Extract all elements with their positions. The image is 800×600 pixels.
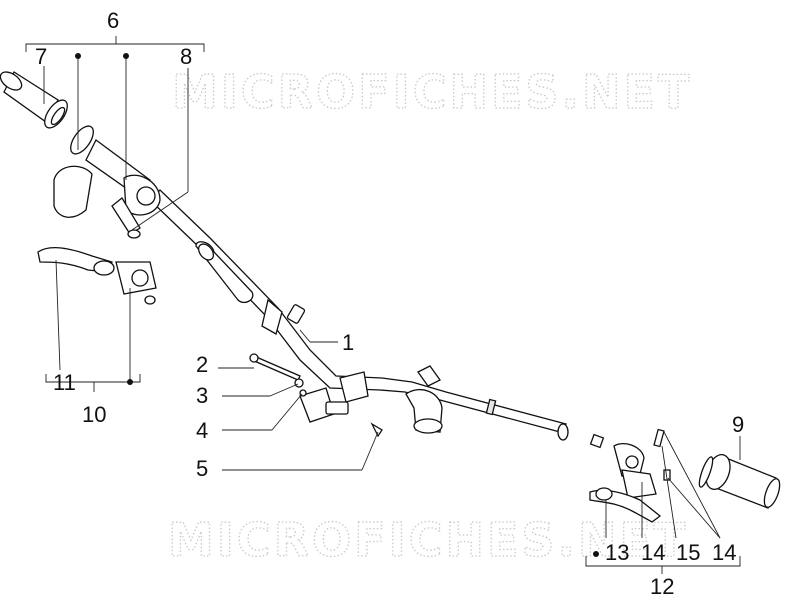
callout-3: 3 xyxy=(196,383,208,408)
callout-4: 4 xyxy=(196,418,208,443)
callout-14-right: 14 xyxy=(712,540,736,565)
callout-6: 6 xyxy=(107,8,119,33)
callouts: 6 7 8 1 2 3 4 5 11 10 9 13 14 15 14 12 xyxy=(35,8,744,599)
callout-11: 11 xyxy=(53,370,76,395)
callout-1: 1 xyxy=(342,330,354,355)
leader-lines xyxy=(43,56,741,539)
leader-dots xyxy=(75,53,599,557)
callout-2: 2 xyxy=(196,352,208,377)
left-grip-assembly xyxy=(0,71,161,239)
handlebar-tube xyxy=(149,189,569,441)
group-bracket-6 xyxy=(25,36,205,52)
group-bracket-10 xyxy=(45,374,141,392)
watermark-top: MICROFICHES.NET xyxy=(172,65,692,119)
callout-13: 13 xyxy=(605,540,629,565)
callout-10: 10 xyxy=(82,402,106,427)
callout-5: 5 xyxy=(196,456,208,481)
callout-12: 12 xyxy=(650,574,674,599)
callout-8: 8 xyxy=(180,44,192,69)
callout-14-left: 14 xyxy=(641,540,665,565)
group-bracket-12 xyxy=(585,556,741,574)
watermark-bottom: MICROFICHES.NET xyxy=(168,513,688,567)
right-lever-assembly xyxy=(589,428,671,523)
callout-7: 7 xyxy=(35,44,47,69)
right-grip xyxy=(698,454,781,509)
callout-15: 15 xyxy=(676,540,700,565)
left-brake-lever-assembly xyxy=(37,246,157,305)
callout-9: 9 xyxy=(732,412,744,437)
